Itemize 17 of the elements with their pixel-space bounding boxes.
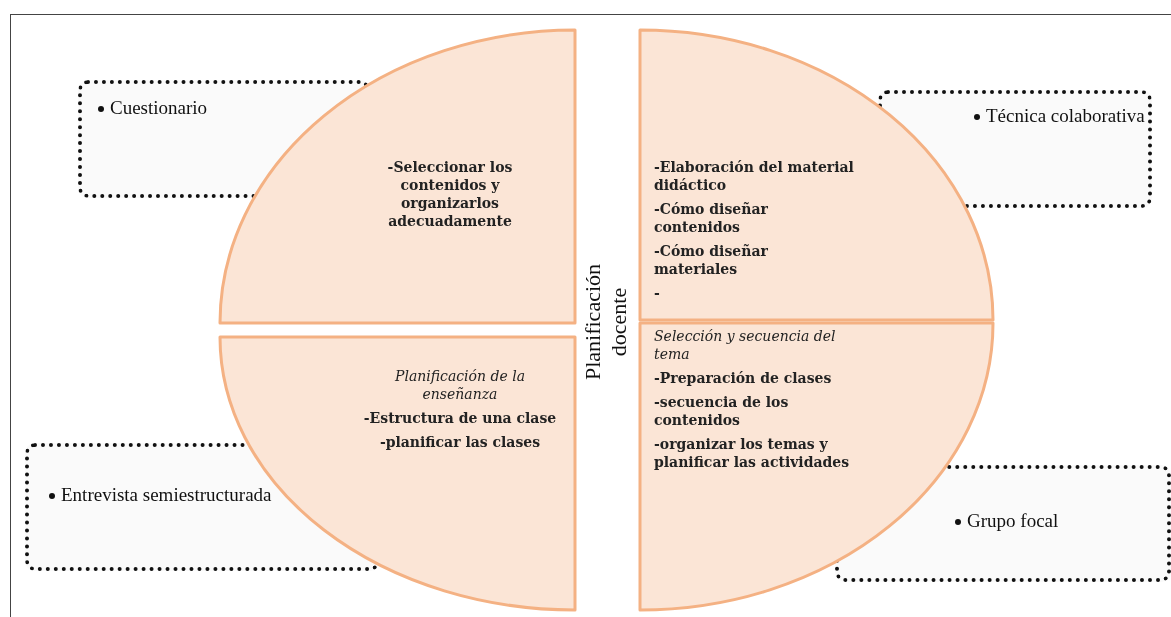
segment-heading: Planificación de la enseñanza (394, 367, 526, 403)
segment-text: -planificar las clases (378, 433, 542, 451)
segment-text: -Preparación de clases (654, 369, 833, 387)
segment-text: -Cómo diseñar materiales (654, 242, 769, 278)
segment-text: - (654, 284, 661, 302)
box-label: Técnica colaborativa (986, 104, 1145, 128)
segment-heading: Selección y secuencia del tema (654, 327, 837, 363)
segment-text: -Elaboración del material didáctico (654, 158, 854, 194)
segment-text: -Cómo diseñar contenidos (654, 200, 769, 236)
center-title: Planificación docente (580, 262, 632, 383)
box-label: Cuestionario (110, 96, 208, 120)
segment-text: -organizar los temas y planificar las actividades (654, 435, 851, 471)
segment-text: -Estructura de una clase (362, 409, 558, 427)
segment-text: -Seleccionar los contenidos y organizarlos adecuadamente (386, 158, 514, 230)
segment-text: -secuencia de los contenidos (654, 393, 790, 429)
box-label: Entrevista semiestructurada (61, 483, 272, 507)
box-label: Grupo focal (967, 509, 1059, 533)
